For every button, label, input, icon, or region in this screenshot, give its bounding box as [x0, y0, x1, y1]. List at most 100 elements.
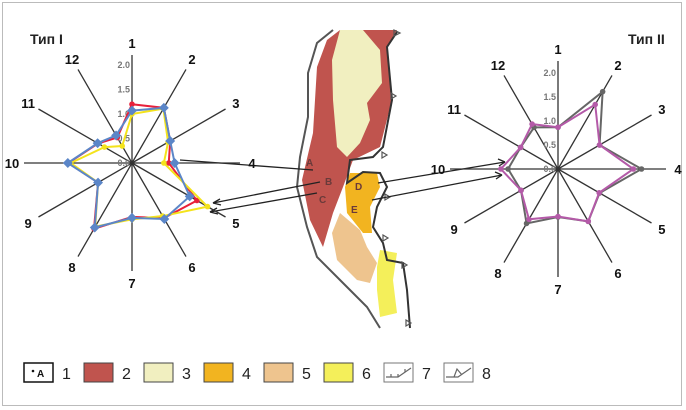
series-line-E: [499, 102, 636, 223]
axis-line-6: [557, 168, 613, 263]
data-point-C-5: [204, 203, 211, 210]
axis-label-4: 4: [674, 162, 682, 177]
legend-item-3: 3: [143, 362, 191, 383]
axis-line-8: [77, 162, 133, 257]
data-point-B-2: [158, 102, 169, 113]
series-line-D: [506, 89, 644, 225]
axis-label-10: 10: [431, 162, 445, 177]
legend-swatch: [383, 362, 414, 383]
map-point-label-E: E: [351, 205, 358, 216]
tick-label: 1.5: [543, 92, 556, 102]
legend-item-6: 6: [323, 362, 371, 383]
legend-swatch: [143, 362, 174, 383]
axis-line-11: [38, 108, 133, 164]
chart-title: Тип I: [30, 31, 63, 47]
data-point-B-10: [62, 158, 73, 168]
axis-label-11: 11: [447, 102, 461, 117]
data-point-D-2: [599, 88, 606, 95]
axis-line-9: [464, 168, 559, 224]
legend-item-5: 5: [263, 362, 311, 383]
axis-label-5: 5: [658, 222, 665, 237]
coast-triangle-icon: [446, 367, 472, 378]
data-point-E-9: [518, 187, 524, 194]
data-point-B-1: [127, 105, 137, 116]
axis-label-11: 11: [21, 96, 35, 111]
axis-label-7: 7: [554, 282, 561, 297]
tick-label: 0.0: [117, 158, 130, 168]
axis-label-2: 2: [614, 58, 621, 73]
data-point-E-5: [596, 189, 602, 196]
legend-label: 4: [242, 366, 251, 383]
axis-label-10: 10: [5, 156, 19, 171]
legend-swatch: [23, 362, 54, 383]
axis-line-2: [131, 69, 187, 164]
zone6-region: [377, 250, 397, 317]
legend-label: 7: [422, 366, 431, 383]
legend-swatch: [263, 362, 294, 383]
legend-label: 2: [122, 366, 131, 383]
data-point-C-4: [161, 160, 167, 166]
axis-line-6: [131, 162, 187, 257]
tick-label: 0.0: [543, 164, 556, 174]
axis-label-7: 7: [128, 276, 135, 291]
axis-label-6: 6: [188, 260, 195, 275]
axis-label-1: 1: [128, 36, 135, 51]
data-point-B-3: [165, 136, 176, 146]
legend-label: 3: [182, 366, 191, 383]
axis-label-12: 12: [491, 58, 505, 73]
data-point-C-12: [119, 143, 125, 149]
data-point-C-11: [101, 144, 108, 150]
axis-label-6: 6: [614, 266, 621, 281]
data-point-B-8: [89, 222, 100, 233]
point-icon: [31, 369, 35, 373]
data-point-B-5: [184, 191, 195, 202]
legend-label: 8: [482, 366, 491, 383]
axis-label-8: 8: [68, 260, 75, 275]
data-point-E-11: [517, 144, 524, 151]
axis-line-9: [38, 162, 133, 218]
coast-ticks-icon: [386, 367, 412, 378]
axis-line-3: [131, 108, 226, 164]
axis-label-5: 5: [232, 216, 239, 231]
legend-label: 6: [362, 366, 371, 383]
right-coastline: [345, 31, 411, 329]
legend-label: 1: [62, 366, 71, 383]
data-point-E-7: [555, 213, 561, 220]
map-point-label-B: B: [325, 177, 332, 188]
tick-label: 0.5: [543, 140, 556, 150]
map-point-label-D: D: [355, 182, 362, 193]
tick-label: 1.0: [117, 109, 130, 119]
data-point-B-7: [127, 212, 137, 223]
data-point-D-8: [523, 220, 530, 227]
legend-item-7: 7: [383, 362, 431, 383]
map: A BC D E: [295, 29, 413, 329]
axis-line-11: [464, 114, 559, 170]
legend-item-4: 4: [203, 362, 251, 383]
data-point-E-8: [526, 216, 532, 223]
data-point-B-6: [159, 214, 170, 224]
data-point-D-10: [505, 166, 511, 172]
connector-arrows: [179, 158, 506, 215]
axis-label-1: 1: [554, 42, 561, 57]
axis-label-12: 12: [65, 52, 79, 67]
data-point-B-9: [93, 177, 104, 188]
map-point-label-C: C: [319, 195, 326, 206]
legend-marker: A: [37, 369, 44, 380]
axis-label-2: 2: [188, 52, 195, 67]
zone4-region: [345, 173, 380, 233]
legend-swatch: [83, 362, 114, 383]
map-point-label-A: A: [306, 158, 313, 169]
legend-swatch: [443, 362, 474, 383]
axis-line-5: [557, 168, 652, 224]
axis-label-3: 3: [232, 96, 239, 111]
tick-label: 2.0: [117, 60, 130, 70]
data-point-E-12: [529, 121, 535, 127]
tick-label: 1.0: [543, 116, 556, 126]
data-point-A-4: [165, 160, 172, 166]
axis-label-9: 9: [24, 216, 31, 231]
legend-swatch: [323, 362, 354, 383]
legend-swatch: [203, 362, 234, 383]
